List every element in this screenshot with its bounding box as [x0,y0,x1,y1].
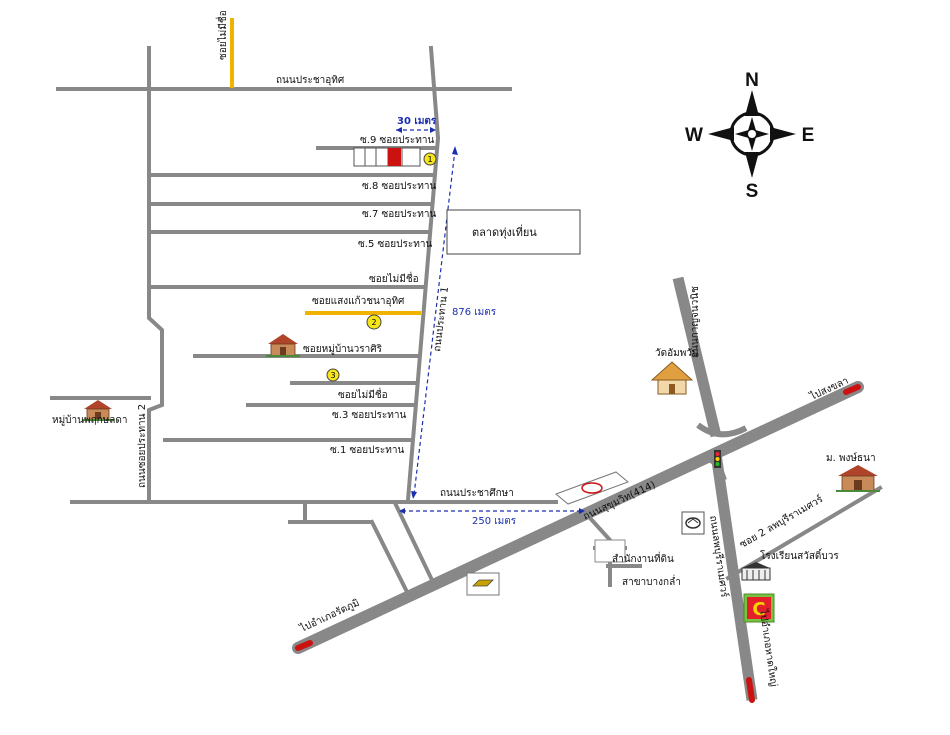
marker-3: 3 [326,368,340,382]
label-left-vertical: ถนนซอยประทาน 2 [137,404,148,488]
label-soi7: ซ.7 ซอยประทาน [362,209,436,220]
intersection-curve-2 [688,455,727,481]
mazda-icon [681,511,705,535]
house-icon [266,334,300,357]
label-north-road: ถนนกาญจนวนิช [690,286,701,358]
chevrolet-icon [466,572,500,596]
road-north [672,276,722,438]
label-soi1: ซ.1 ซอยประทาน [330,445,404,456]
road-left-vertical [147,46,164,502]
label-market: ตลาดทุ่งเที่ยน [472,224,537,239]
compass-e: E [802,125,815,146]
label-soi8: ซ.8 ซอยประทาน [362,181,436,192]
label-top-road: ถนนประชาอุทิศ [276,75,345,86]
label-distance-top: 30 เมตร [397,116,437,127]
compass-n: N [745,70,759,91]
label-soi2-lopburi: ซอย 2 ลพบุรีราเมศวร์ [738,493,826,551]
market-box [446,209,581,255]
label-noname-1: ซอยไม่มีชื่อ [369,271,419,285]
intersection-curve-1 [696,422,748,438]
marker-1: 1 [423,152,437,166]
destination-block [353,147,421,167]
road-lower-diag-1 [369,519,409,593]
compass-icon [708,90,796,178]
label-to-hatyai: ไปอำเภอหาดใหญ่ [757,608,780,688]
direction-end-songkhla [843,384,861,395]
house-icon [82,400,114,421]
label-soi3: ซ.3 ซอยประทาน [332,410,406,421]
label-soi5: ซ.5 ซอยประทาน [358,239,432,250]
svg-text:1: 1 [427,155,432,164]
destination-house [388,148,401,166]
temple-icon [650,361,694,395]
school-icon [741,562,771,581]
label-soi9: ซ.9 ซอยประทาน [360,135,434,146]
road-main-vertical [405,45,441,503]
distance-arrowheads [396,127,585,514]
compass-w: W [685,125,703,146]
road-highway [292,381,864,654]
direction-end-hatyai [746,677,755,703]
toyota-icon [555,471,629,505]
label-top-vertical-soi: ซอยไม่มีชื่อ [215,10,229,60]
road-south [710,453,758,701]
label-university: ม. พงษ์ธนา [826,452,876,464]
svg-text:C: C [752,599,765,620]
compass-s: S [746,181,759,202]
svg-text:2: 2 [371,318,376,327]
road-network [50,45,883,593]
marker-2: 2 [366,314,382,330]
label-land-office-2: สาขาบางกล่ำ [622,574,681,588]
label-bottom-road: ถนนประชาศึกษา [440,487,514,499]
land-office-building [594,539,626,563]
road-lower-diag-2 [393,502,435,583]
direction-end-rattaphum [295,640,313,651]
label-distance-vertical: 876 เมตร [452,307,497,318]
label-distance-bottom: 250 เมตร [472,516,517,527]
distance-guides [396,129,582,512]
label-saengkaew: ซอยแสงแก้วชนาอุทิศ [312,295,405,307]
road-soi2-lopburi [725,485,883,581]
traffic-light-icon [714,450,721,468]
house-icon [836,465,880,492]
label-school: โรงเรียนสวัสดิ์บวร [760,548,839,562]
svg-text:3: 3 [330,371,335,380]
label-land-office: สำนักงานที่ดิน [612,551,674,565]
label-village-left: หมู่บ้านพฤกษลดา [52,414,128,426]
bigc-icon: C [743,593,775,623]
label-noname-2: ซอยไม่มีชื่อ [338,387,388,401]
label-temple: วัดอัมพวัน [655,348,699,359]
label-village-road: ซอยหมู่บ้านวราศิริ [303,343,383,355]
